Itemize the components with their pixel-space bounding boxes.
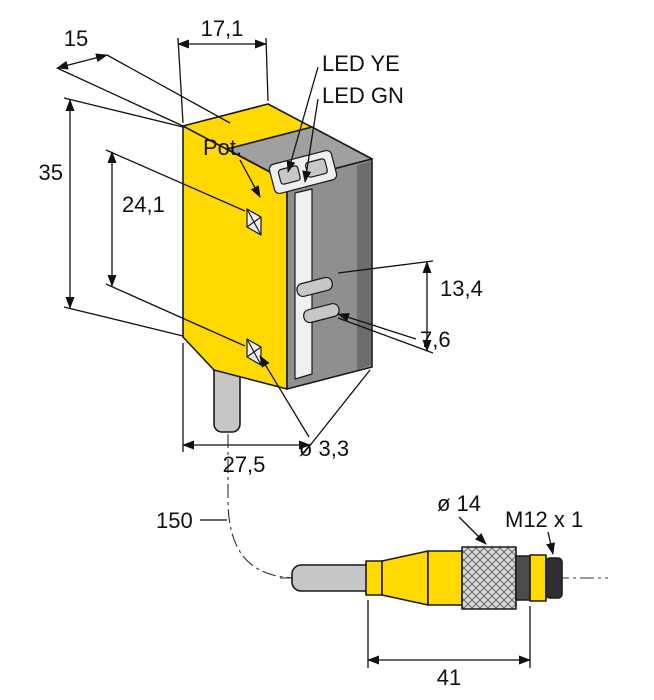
thread-label: M12 x 1 bbox=[505, 507, 583, 532]
leader-line bbox=[458, 516, 487, 545]
connector-band bbox=[529, 554, 547, 602]
mounting-hole-top-cross-2 bbox=[246, 216, 262, 228]
dimension-label: 24,1 bbox=[122, 192, 165, 217]
dimension-width-17-1: 17,1 bbox=[177, 16, 269, 124]
extension-line bbox=[106, 54, 231, 124]
callout-led-gn: LED GN bbox=[302, 83, 404, 183]
connector-ferrule bbox=[365, 560, 383, 596]
connector-cable bbox=[291, 564, 377, 592]
dimension-line bbox=[56, 53, 108, 70]
callout-pot: Pot. bbox=[203, 135, 261, 198]
dimension-label: 41 bbox=[437, 665, 461, 690]
leader-line bbox=[259, 355, 310, 438]
extension-line bbox=[265, 37, 269, 102]
extension-line bbox=[63, 306, 184, 337]
dimension-hole-spacing-24-1: 24,1 bbox=[105, 149, 246, 347]
sensor-body bbox=[182, 103, 373, 433]
leader-line bbox=[337, 313, 417, 340]
connector-ring bbox=[515, 555, 531, 601]
dimension-connector-length-41: 41 bbox=[367, 600, 531, 690]
front-cover-shade bbox=[357, 161, 371, 370]
dimension-label: 13,4 bbox=[440, 276, 483, 301]
callout-led-ye: LED YE bbox=[286, 51, 400, 173]
extension-line bbox=[105, 283, 246, 347]
leader-line bbox=[302, 98, 319, 183]
extension-line bbox=[337, 317, 434, 354]
connector-boot bbox=[381, 550, 429, 606]
front-slot-lower bbox=[303, 302, 340, 324]
dimension-cable-length-150: 150 bbox=[156, 508, 227, 533]
dimension-label: 35 bbox=[39, 160, 63, 185]
extension-line bbox=[56, 67, 184, 127]
extension-line bbox=[303, 369, 371, 454]
callout-connector-dia-14: ø 14 bbox=[437, 491, 487, 545]
hole-dia-label: ø 3,3 bbox=[299, 436, 349, 461]
connector-dia-label: ø 14 bbox=[437, 491, 481, 516]
dimension-label: 7,6 bbox=[420, 327, 451, 352]
connector-knurled-nut bbox=[461, 546, 517, 610]
leader-line bbox=[239, 159, 261, 198]
extension-line bbox=[105, 149, 246, 212]
pot-label: Pot. bbox=[203, 135, 242, 160]
front-slots bbox=[296, 276, 340, 324]
connector-body bbox=[427, 550, 463, 606]
dimension-label: 150 bbox=[156, 508, 193, 533]
extension-line bbox=[63, 97, 184, 128]
dimension-slot-span-13-4: 13,4 bbox=[337, 260, 483, 354]
dimension-label: 15 bbox=[64, 26, 88, 51]
extension-line bbox=[337, 260, 434, 274]
leader-line bbox=[286, 66, 319, 173]
cable-route-centerline bbox=[227, 434, 299, 579]
led-gn-label: LED GN bbox=[322, 83, 404, 108]
connector-tip bbox=[545, 557, 563, 599]
mounting-hole-top bbox=[246, 208, 262, 236]
dimension-label: 27,5 bbox=[223, 452, 266, 477]
dimension-depth-15: 15 bbox=[56, 26, 231, 127]
dimension-label: 17,1 bbox=[201, 16, 244, 41]
dimension-width-27-5: 27,5 bbox=[182, 343, 371, 477]
dimension-height-35: 35 bbox=[39, 97, 184, 337]
connector-assembly bbox=[291, 546, 563, 610]
mounting-hole-bottom-cross-2 bbox=[246, 346, 262, 358]
extension-line bbox=[177, 37, 184, 124]
front-slot-upper bbox=[296, 276, 333, 298]
callout-thread-m12: M12 x 1 bbox=[505, 507, 583, 555]
leader-line bbox=[546, 531, 555, 555]
dimension-slot-pitch-7-6: 7,6 bbox=[337, 313, 451, 352]
led-ye-label: LED YE bbox=[322, 51, 400, 76]
